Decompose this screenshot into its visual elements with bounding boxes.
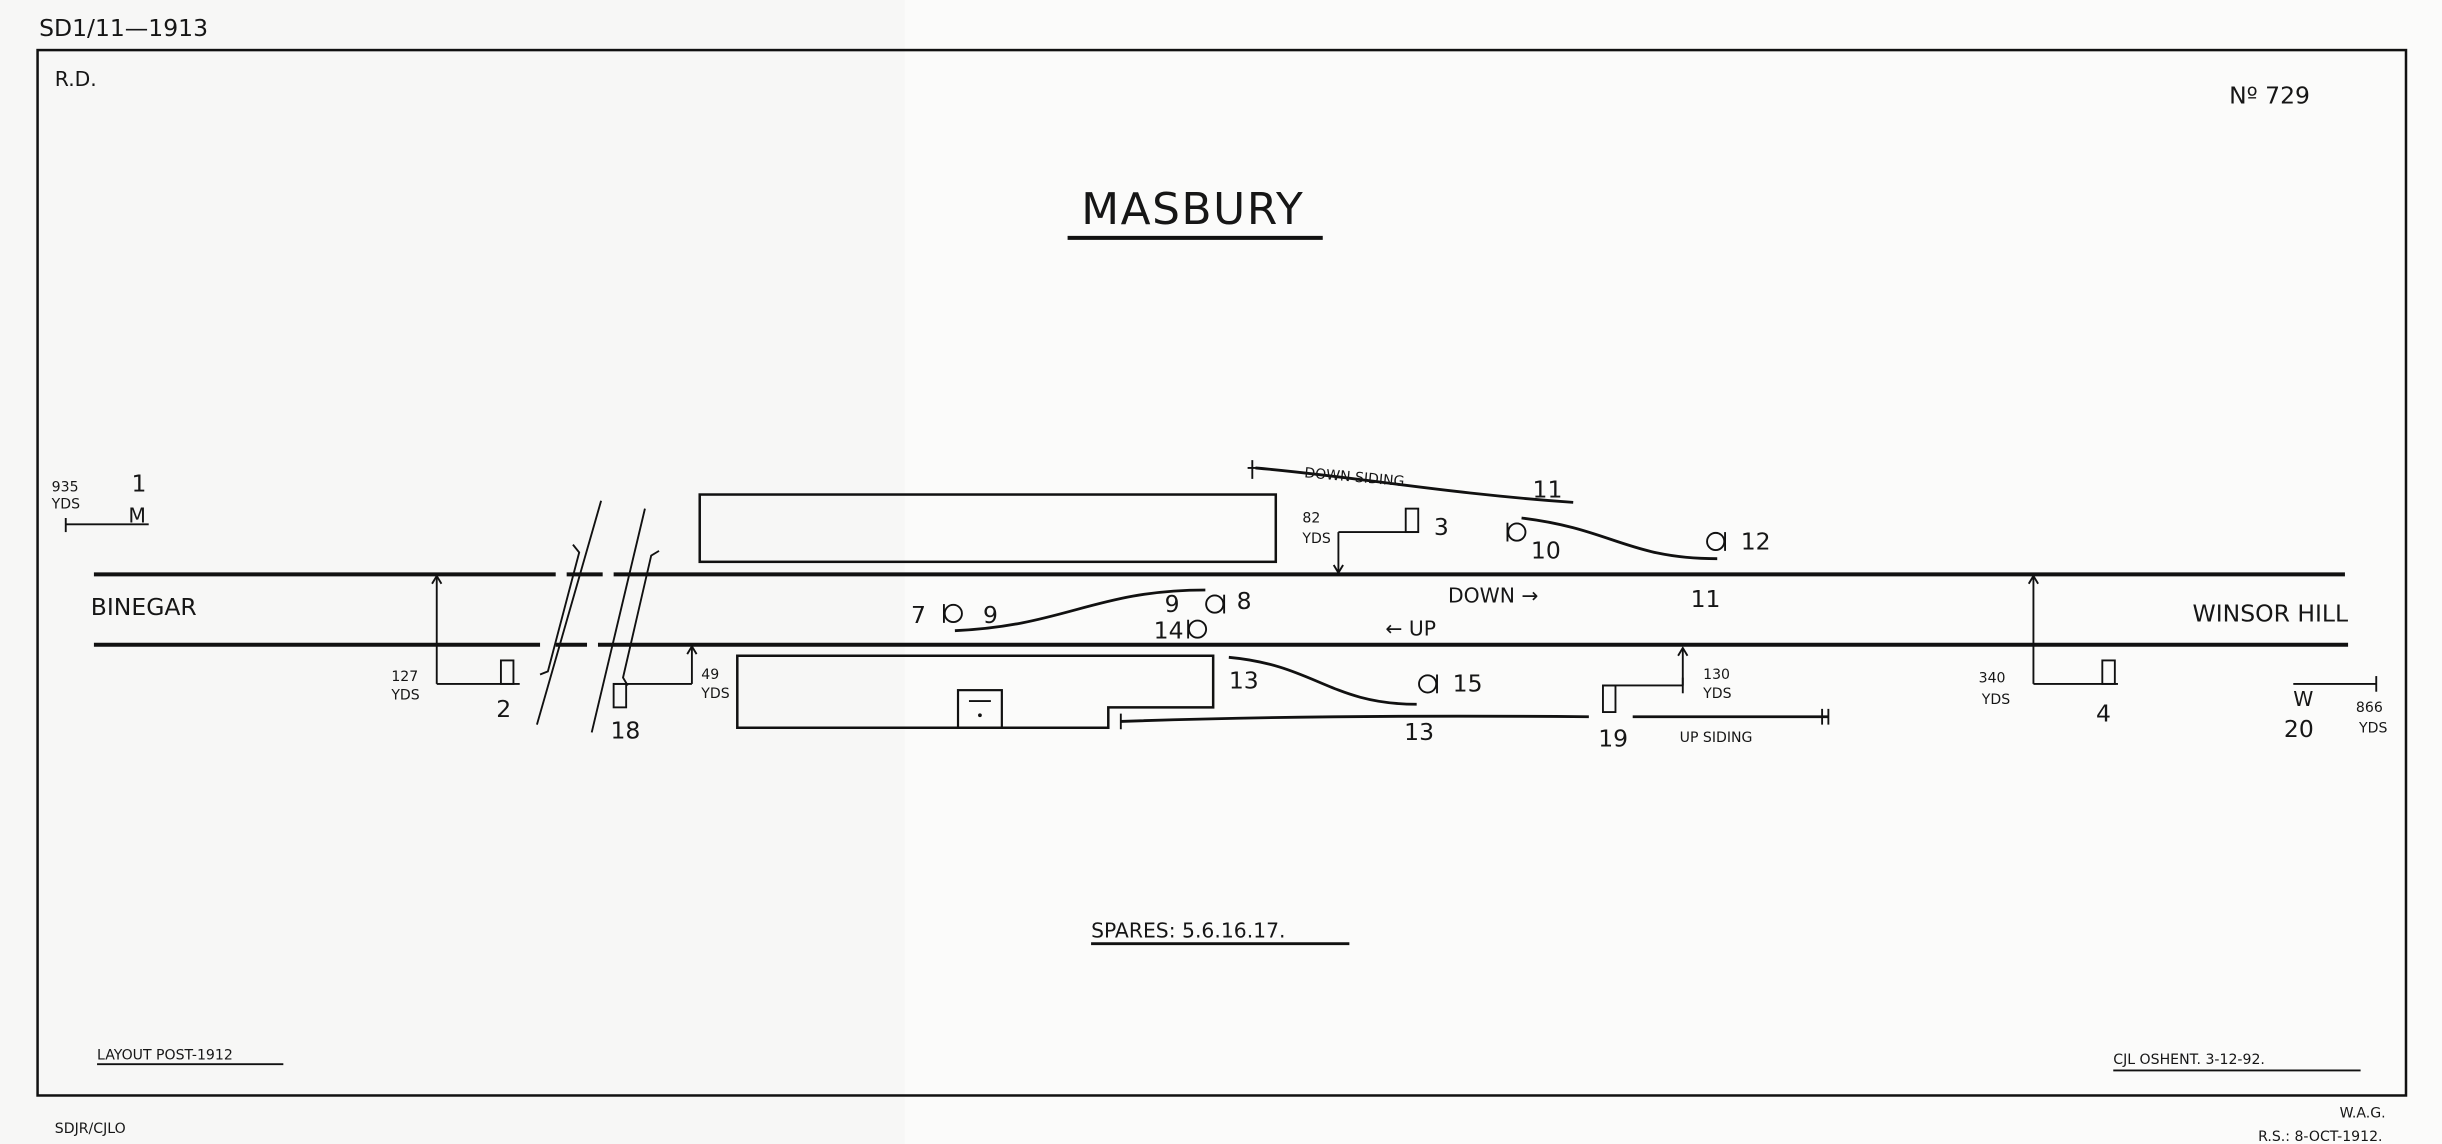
- signal-8: [1205, 594, 1226, 614]
- resignalled-date: R.S.: 8-OCT-1912.: [2258, 1129, 2382, 1144]
- signal-19-label: 19: [1598, 724, 1628, 752]
- down-platform: [698, 493, 1278, 564]
- signal-4-distance: 340: [1979, 670, 2006, 686]
- points-11-siding: 11: [1533, 476, 1563, 504]
- down-direction: DOWN →: [1448, 584, 1538, 608]
- points-13-label-lower: 13: [1404, 718, 1434, 746]
- signal-1-unit: YDS: [51, 497, 80, 513]
- signal-10: [1506, 522, 1527, 542]
- signal-14-label: 14: [1154, 617, 1184, 645]
- layout-note: LAYOUT POST-1912: [97, 1047, 233, 1063]
- station-binegar: BINEGAR: [91, 593, 197, 621]
- signal-7-label: 7: [911, 601, 926, 629]
- signal-4-unit: YDS: [1981, 692, 2010, 708]
- signal-2-unit: YDS: [390, 688, 419, 704]
- signal-14: [1187, 619, 1208, 639]
- up-siding-buffers: [1119, 708, 1830, 730]
- signal-20-distance: 866: [2356, 700, 2383, 716]
- overbridge-2: [590, 508, 660, 733]
- up-direction: ← UP: [1385, 616, 1436, 640]
- crossover-9: [954, 588, 1206, 633]
- up-platform: [736, 654, 1215, 729]
- up-siding-label: UP SIDING: [1680, 730, 1753, 746]
- siding-connection-11: [1521, 516, 1718, 561]
- archive-ref: SDJR/CJLO: [55, 1121, 126, 1137]
- initials: W.A.G.: [2340, 1105, 2386, 1121]
- signal-7: [942, 603, 963, 624]
- points-11-label: 11: [1691, 585, 1721, 613]
- overbridge-1: [536, 500, 603, 725]
- signal-1-label: 1: [131, 469, 146, 497]
- signal-20-unit: YDS: [2358, 720, 2387, 736]
- signal-3: [1332, 507, 1420, 575]
- signal-12: [1706, 531, 1726, 552]
- signal-20: [2293, 676, 2378, 692]
- signal-4-label: 4: [2096, 699, 2111, 727]
- station-title: MASBURY: [1081, 184, 1304, 235]
- signal-20-label: 20: [2284, 715, 2314, 743]
- signal-8-label: 8: [1237, 587, 1252, 615]
- signal-18: [612, 644, 698, 709]
- signal-12-label: 12: [1741, 527, 1771, 555]
- drawn-by: CJL OSHENT. 3-12-92.: [2113, 1052, 2265, 1068]
- signal-1-distance: 935: [52, 479, 79, 495]
- points-13-label-upper: 13: [1229, 667, 1259, 695]
- signal-box: [956, 689, 1003, 729]
- up-siding: [1120, 714, 1829, 723]
- signal-15-label: 15: [1453, 670, 1483, 698]
- drawing-number: Nº 729: [2229, 81, 2310, 109]
- drawing-frame: [36, 48, 2408, 1097]
- points-9-label-right: 9: [1165, 590, 1180, 618]
- signal-3-label: 3: [1434, 513, 1449, 541]
- signal-19-unit: YDS: [1702, 686, 1731, 702]
- signal-1-mark: M: [128, 504, 146, 528]
- signal-19: [1602, 646, 1689, 714]
- signal-2-distance: 127: [391, 669, 418, 685]
- signal-20-mark: W: [2293, 687, 2313, 711]
- signal-19-distance: 130: [1703, 667, 1730, 683]
- rd-label: R.D.: [55, 67, 97, 91]
- signal-1: [64, 518, 149, 533]
- signal-18-label: 18: [611, 717, 641, 745]
- signal-10-label: 10: [1531, 537, 1561, 565]
- points-9-label-left: 9: [983, 601, 998, 629]
- crossover-13: [1228, 655, 1417, 706]
- drawing-ref: SD1/11—1913: [39, 14, 208, 42]
- down-siding-buffer: [1247, 460, 1261, 479]
- station-winsor-hill: WINSOR HILL: [2193, 599, 2349, 627]
- signal-4: [2027, 574, 2118, 685]
- signal-18-unit: YDS: [700, 686, 729, 702]
- signal-18-distance: 49: [701, 667, 719, 683]
- signal-15: [1418, 674, 1438, 694]
- spares-note: SPARES: 5.6.16.17.: [1091, 918, 1285, 942]
- signal-3-distance: 82: [1302, 511, 1320, 527]
- signal-2: [431, 574, 520, 685]
- signal-3-unit: YDS: [1301, 531, 1330, 547]
- down-siding: [1255, 466, 1574, 504]
- signal-2-label: 2: [496, 695, 511, 723]
